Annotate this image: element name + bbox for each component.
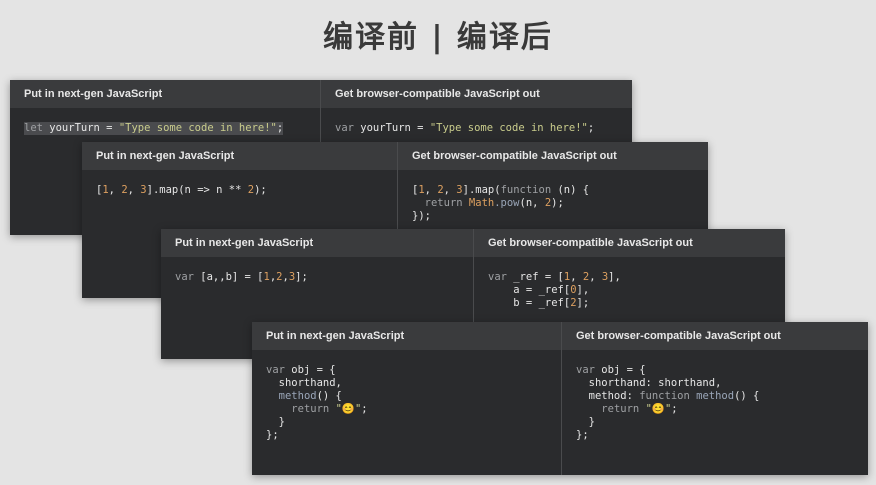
input-code[interactable]: [1, 2, 3].map(n => n ** 2); (82, 170, 397, 211)
keyword-token: var (335, 122, 354, 134)
output-header: Get browser-compatible JavaScript out (474, 229, 785, 257)
number-token: 2 (437, 184, 444, 196)
code-line: var obj = { (576, 364, 646, 376)
output-code: var _ref = [1, 2, 3], a = _ref[0], b = _… (474, 257, 785, 324)
code-line: shorthand, (266, 377, 342, 389)
output-code: var obj = { shorthand: shorthand, method… (562, 350, 868, 456)
function-name-token: method (278, 390, 317, 402)
code-line: shorthand: shorthand, (576, 377, 722, 389)
input-pane[interactable]: Put in next-gen JavaScript [1, 2, 3].map… (82, 142, 397, 298)
code-line: return "😊"; (291, 403, 368, 415)
code-line: var yourTurn = "Type some code in here!"… (335, 122, 595, 134)
code-line: }); (412, 210, 431, 222)
number-token: 2 (570, 297, 577, 309)
number-token: 0 (570, 284, 577, 296)
number-token: 2 (121, 184, 128, 196)
input-code[interactable]: let yourTurn = "Type some code in here!"… (10, 108, 320, 149)
keyword-token: var (266, 364, 285, 376)
keyword-token: function (639, 390, 690, 402)
keyword-token: let (24, 122, 43, 134)
number-token: 1 (563, 271, 571, 283)
number-token: 3 (288, 271, 296, 283)
code-line: b = _ref[2]; (488, 297, 590, 309)
number-token: 2 (582, 271, 590, 283)
number-token: 3 (601, 271, 609, 283)
output-pane: Get browser-compatible JavaScript out [1… (397, 142, 708, 298)
function-name-token: method (696, 390, 735, 402)
code-line: }; (266, 429, 279, 441)
builtin-token: Math (468, 197, 495, 209)
number-token: 2 (276, 271, 283, 283)
input-pane[interactable]: Put in next-gen JavaScript let yourTurn … (10, 80, 320, 235)
code-line: method() { (278, 390, 342, 402)
code-line: var _ref = [1, 2, 3], (488, 271, 621, 283)
repl-panel-4: Put in next-gen JavaScript var obj = { s… (252, 322, 868, 475)
number-token: 2 (247, 184, 255, 196)
keyword-token: var (576, 364, 595, 376)
code-line: var [a,,b] = [1,2,3]; (175, 271, 308, 283)
code-line: [1, 2, 3].map(n => n ** 2); (96, 184, 267, 196)
page-title: 编译前 | 编译后 (323, 20, 553, 55)
number-token: 2 (544, 197, 552, 209)
code-line: return "😊"; (601, 403, 678, 415)
keyword-token: var (488, 271, 507, 283)
output-code: var yourTurn = "Type some code in here!"… (321, 108, 632, 149)
output-header: Get browser-compatible JavaScript out (398, 142, 708, 170)
keyword-token: return (291, 403, 330, 415)
function-name-token: .pow (494, 197, 520, 209)
output-pane: Get browser-compatible JavaScript out va… (473, 229, 785, 359)
output-code: [1, 2, 3].map(function (n) { return Math… (398, 170, 708, 237)
number-token: 3 (140, 184, 147, 196)
code-line: [1, 2, 3].map(function (n) { (412, 184, 590, 196)
input-code[interactable]: var obj = { shorthand, method() { return… (252, 350, 561, 456)
number-token: 3 (456, 184, 463, 196)
output-header: Get browser-compatible JavaScript out (321, 80, 632, 108)
keyword-token: function (500, 184, 552, 196)
input-header: Put in next-gen JavaScript (252, 322, 561, 350)
string-token: "Type some code in here!" (118, 122, 277, 134)
code-line: } (266, 416, 285, 428)
string-token: "Type some code in here!" (429, 122, 588, 134)
keyword-token: return (424, 197, 463, 209)
output-header: Get browser-compatible JavaScript out (562, 322, 868, 350)
input-header: Put in next-gen JavaScript (82, 142, 397, 170)
input-pane[interactable]: Put in next-gen JavaScript var obj = { s… (252, 322, 561, 475)
input-code[interactable]: var [a,,b] = [1,2,3]; (161, 257, 473, 298)
code-line: let yourTurn = "Type some code in here!"… (24, 122, 284, 135)
number-token: 1 (102, 184, 109, 196)
input-pane[interactable]: Put in next-gen JavaScript var [a,,b] = … (161, 229, 473, 359)
code-line: a = _ref[0], (488, 284, 590, 296)
number-token: 1 (418, 184, 425, 196)
keyword-token: return (601, 403, 640, 415)
code-line: var obj = { (266, 364, 336, 376)
keyword-token: var (175, 271, 194, 283)
code-line: return Math.pow(n, 2); (424, 197, 564, 209)
code-line: }; (576, 429, 589, 441)
output-pane: Get browser-compatible JavaScript out va… (561, 322, 868, 475)
input-header: Put in next-gen JavaScript (10, 80, 320, 108)
number-token: 1 (263, 271, 270, 283)
code-line: } (576, 416, 595, 428)
string-token: "😊" (645, 403, 672, 415)
string-token: "😊" (335, 403, 362, 415)
input-header: Put in next-gen JavaScript (161, 229, 473, 257)
code-line: method: function method() { (576, 390, 760, 402)
